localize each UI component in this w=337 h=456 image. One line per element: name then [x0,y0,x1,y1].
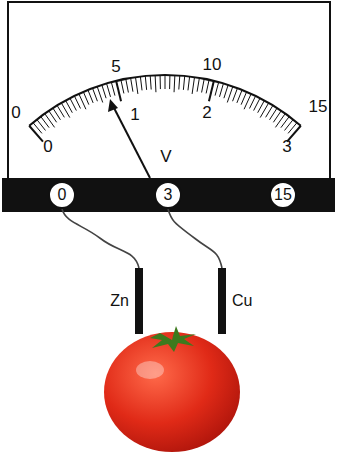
scale-number: 0 [11,104,20,121]
tomato [104,332,240,452]
electrode-label: Zn [110,293,129,309]
electrode-plate: Zn [135,268,143,334]
scale-number: 15 [309,98,328,115]
terminal-post: 15 [269,181,297,209]
terminal-post: 3 [154,181,182,209]
terminal-label: 3 [164,187,173,203]
needle [108,99,150,178]
meter-face [8,2,330,180]
tomato-stem [150,326,196,352]
terminal-band [2,178,335,212]
unit-label: V [160,148,171,165]
electrode-plate: Cu [218,268,226,334]
tomato-highlight [136,361,164,379]
meter-scale [29,75,301,142]
scale-number: 10 [203,56,222,73]
scale-number: 3 [282,138,291,155]
scale-number: 5 [111,58,120,75]
terminal-post: 0 [48,181,76,209]
scale-number: 2 [202,104,211,121]
terminal-label: 0 [58,187,67,203]
scale-number: 0 [43,138,52,155]
terminal-label: 15 [274,187,292,203]
connecting-wire [168,209,222,268]
electrode-label: Cu [232,293,252,309]
scale-number: 1 [130,106,139,123]
connecting-wire [62,209,139,268]
